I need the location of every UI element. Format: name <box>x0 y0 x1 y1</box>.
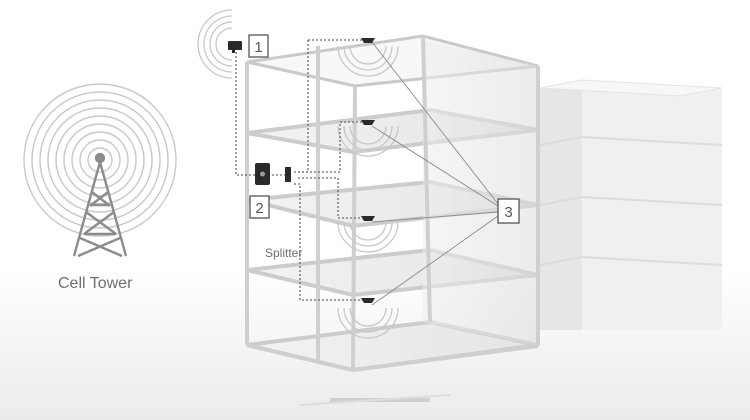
splitter-icon <box>285 167 291 182</box>
callout-1: 1 <box>248 34 269 58</box>
splitter-label: Splitter <box>265 246 302 260</box>
main-building <box>245 34 540 406</box>
outside-antenna-waves-icon <box>197 9 233 79</box>
callout-2-number: 2 <box>255 200 263 217</box>
building-edges <box>245 35 540 402</box>
building-base <box>299 394 451 406</box>
callout-1-number: 1 <box>254 39 262 56</box>
tower-mast-icon <box>72 152 128 258</box>
callout-3-leaders <box>371 41 499 306</box>
callout-3: 3 <box>497 198 520 224</box>
neighbor-building <box>539 79 723 330</box>
amplifier-icon <box>255 163 270 185</box>
indoor-signal-waves-icon <box>337 45 399 339</box>
outside-antenna-icon <box>228 41 242 53</box>
cell-tower-label: Cell Tower <box>58 275 133 292</box>
callout-2: 2 <box>249 195 270 219</box>
callout-3-number: 3 <box>504 204 512 221</box>
coax-cables <box>235 39 368 301</box>
cell-tower: Cell Tower <box>23 83 177 292</box>
right-wall <box>423 40 538 346</box>
indoor-antenna-icon <box>361 38 375 303</box>
